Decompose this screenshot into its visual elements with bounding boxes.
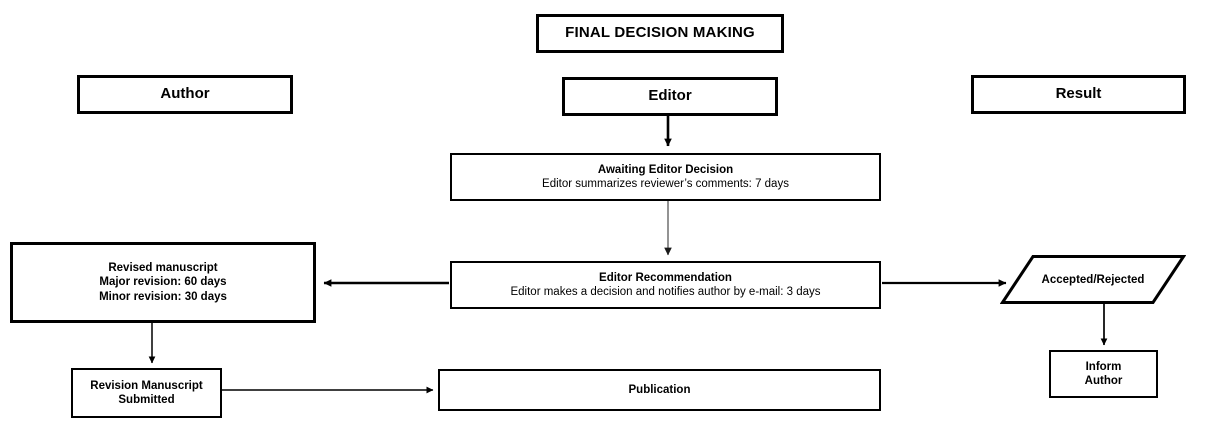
node-revised-line-2: Major revision: 60 days [99, 276, 227, 289]
lane-header-editor: Editor [562, 77, 778, 116]
node-revision-manuscript-submitted: Revision Manuscript Submitted [71, 368, 222, 418]
node-revision-submitted-line-2: Submitted [118, 394, 175, 406]
node-accepted-rejected-label: Accepted/Rejected [1041, 273, 1145, 286]
node-recommendation-heading: Editor Recommendation [599, 271, 732, 284]
node-revised-line-1: Revised manuscript [108, 262, 218, 275]
node-publication: Publication [438, 369, 881, 411]
node-revised-line-3: Minor revision: 30 days [99, 290, 227, 303]
node-awaiting-editor-decision: Awaiting Editor Decision Editor summariz… [450, 153, 881, 201]
node-awaiting-detail: Editor summarizes reviewer’s comments: 7… [542, 178, 789, 190]
node-recommendation-detail: Editor makes a decision and notifies aut… [510, 286, 821, 298]
lane-label-author: Author [160, 85, 210, 103]
parallelogram-shape [1000, 255, 1186, 304]
node-editor-recommendation: Editor Recommendation Editor makes a dec… [450, 261, 881, 309]
node-revised-manuscript: Revised manuscript Major revision: 60 da… [10, 242, 316, 323]
lane-label-editor: Editor [648, 87, 692, 105]
lane-header-author: Author [77, 75, 293, 114]
node-inform-author: Inform Author [1049, 350, 1158, 398]
node-inform-author-line-2: Author [1084, 375, 1123, 387]
diagram-title-box: FINAL DECISION MAKING [536, 14, 784, 53]
node-publication-label: Publication [628, 383, 691, 396]
node-revision-submitted-line-1: Revision Manuscript [90, 379, 203, 392]
lane-header-result: Result [971, 75, 1186, 114]
page-title: FINAL DECISION MAKING [565, 24, 755, 42]
lane-label-result: Result [1055, 85, 1102, 103]
node-inform-author-line-1: Inform [1085, 360, 1122, 373]
node-accepted-rejected: Accepted/Rejected [1000, 254, 1186, 305]
node-awaiting-heading: Awaiting Editor Decision [597, 163, 734, 176]
